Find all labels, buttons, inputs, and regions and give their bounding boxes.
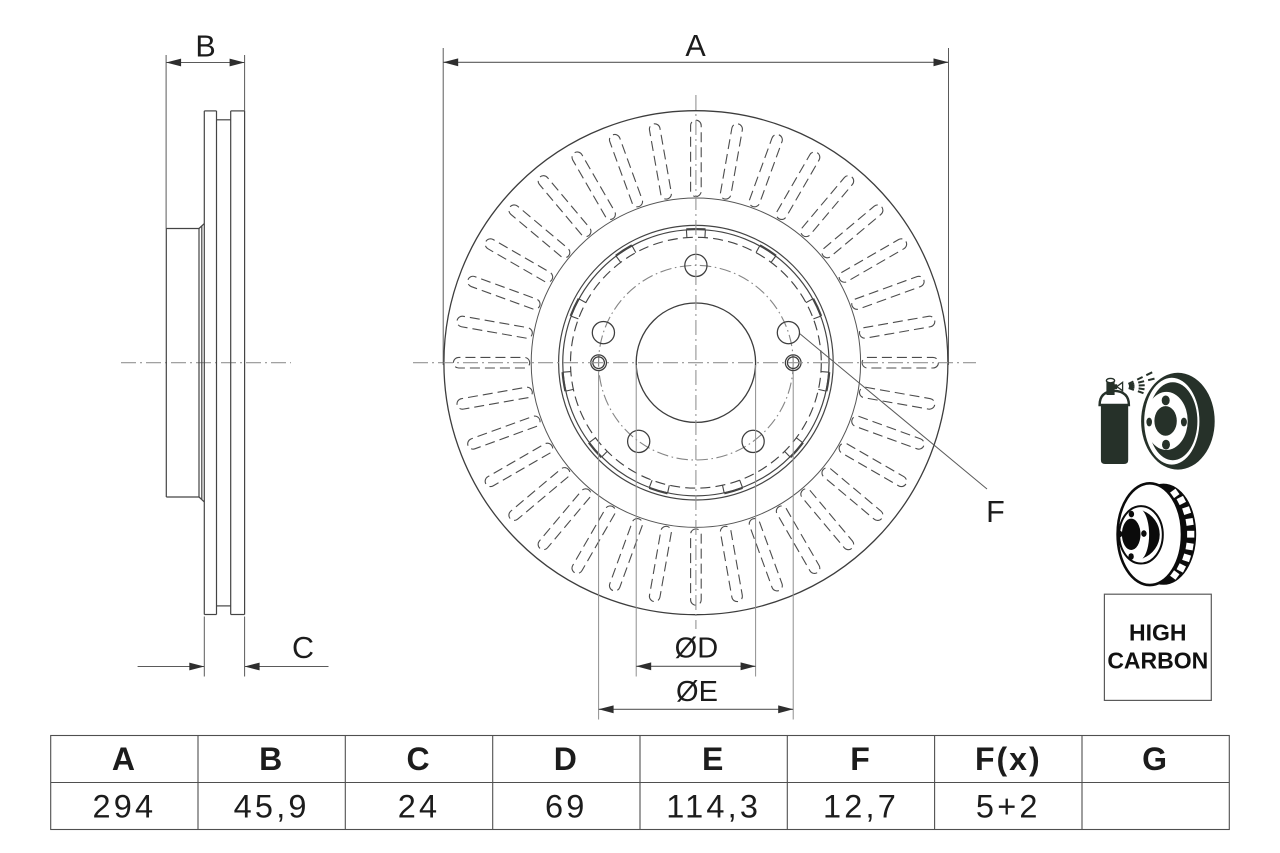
svg-text:B: B [195, 30, 215, 64]
svg-text:5+2: 5+2 [976, 789, 1041, 825]
svg-text:A: A [685, 29, 706, 63]
svg-text:F: F [986, 495, 1005, 529]
svg-text:45,9: 45,9 [234, 789, 310, 825]
svg-text:F(x): F(x) [975, 741, 1042, 777]
svg-text:D: D [554, 741, 579, 777]
svg-text:ØD: ØD [675, 633, 719, 665]
svg-text:G: G [1142, 741, 1169, 777]
svg-text:F: F [850, 741, 872, 777]
svg-text:C: C [292, 631, 314, 665]
svg-text:114,3: 114,3 [666, 789, 761, 825]
svg-text:24: 24 [398, 789, 441, 825]
svg-text:B: B [259, 741, 284, 777]
svg-text:69: 69 [545, 789, 588, 825]
svg-text:A: A [112, 741, 137, 777]
svg-text:ØE: ØE [676, 676, 718, 708]
svg-text:12,7: 12,7 [823, 789, 899, 825]
svg-text:C: C [406, 741, 431, 777]
svg-text:294: 294 [92, 789, 156, 825]
svg-text:E: E [702, 741, 725, 777]
svg-text:HIGH: HIGH [1129, 620, 1187, 646]
svg-text:CARBON: CARBON [1107, 648, 1208, 674]
